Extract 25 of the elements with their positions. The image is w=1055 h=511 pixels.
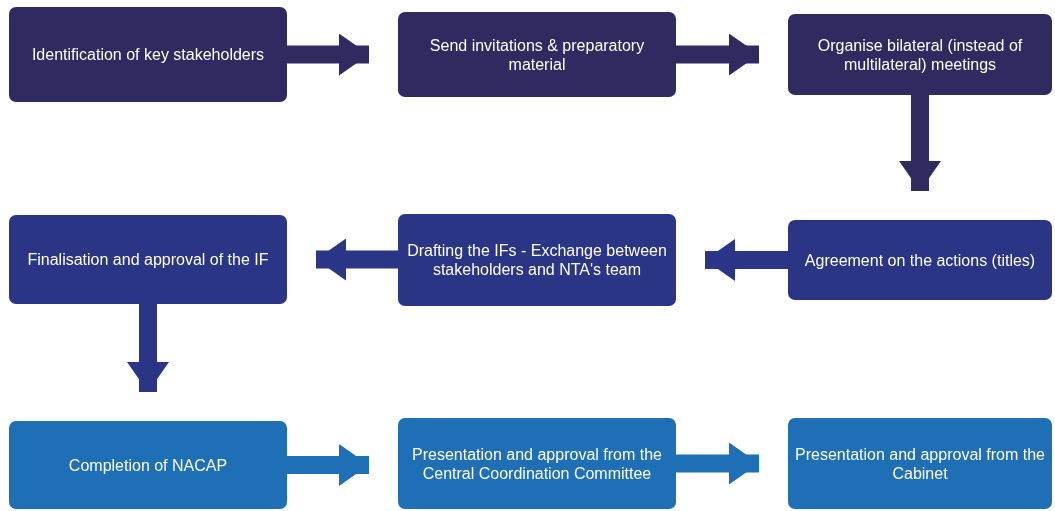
block-arrow xyxy=(676,33,759,76)
step-text: Completion of NACAP xyxy=(68,455,228,475)
step-text: Drafting the IFs - Exchange between stakeholders and NTA's team xyxy=(406,241,668,279)
block-arrow xyxy=(287,33,369,76)
step-text: Presentation and approval from the Cabinet xyxy=(794,444,1046,483)
step-text: Send invitations & preparatory material xyxy=(428,35,646,74)
step-text: Presentation and approval from the Central Coordination Committee xyxy=(411,444,663,483)
process-box xyxy=(398,214,676,306)
block-arrow xyxy=(899,95,941,191)
step-text: Organise bilateral (instead of multilateral) meetings xyxy=(816,35,1024,74)
process-box xyxy=(788,418,1052,509)
step-text: Agreement on the actions (titles) xyxy=(804,250,1036,270)
process-box xyxy=(398,12,676,97)
block-arrow xyxy=(127,304,169,392)
step-text: Identification of key stakeholders xyxy=(31,45,265,64)
step-text: Finalisation and approval of the IF xyxy=(27,250,269,269)
process-box xyxy=(398,418,676,509)
block-arrow xyxy=(287,444,369,486)
block-arrow xyxy=(705,239,788,281)
process-box xyxy=(788,14,1052,95)
process-box xyxy=(9,215,287,304)
block-arrow xyxy=(316,238,398,281)
process-box xyxy=(788,220,1052,300)
process-box xyxy=(9,7,287,102)
process-box xyxy=(9,421,287,509)
